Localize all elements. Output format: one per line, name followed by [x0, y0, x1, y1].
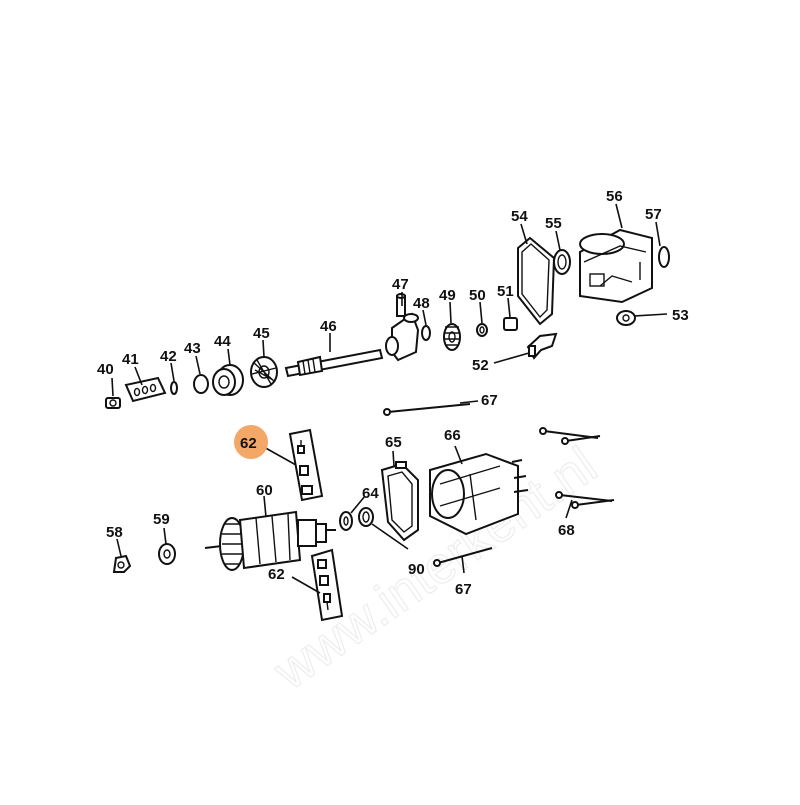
callout-52: 52: [472, 357, 489, 374]
callout-68: 68: [558, 522, 575, 539]
part-43-o-ring: [193, 374, 209, 394]
callout-62-lower: 62: [268, 566, 285, 583]
callout-47: 47: [392, 276, 409, 293]
part-65-brush-holder: [380, 461, 419, 542]
part-56-gear-housing: [579, 228, 653, 304]
part-41-ball-strip: [124, 376, 167, 403]
callout-53: 53: [672, 307, 689, 324]
part-62-brush-set-upper: [288, 428, 324, 502]
callout-62-highlighted: 62: [240, 435, 257, 452]
part-67-screw-upper: [383, 403, 471, 416]
highlight-marker: [234, 425, 268, 459]
part-90-bushing: [358, 507, 374, 527]
part-54-gasket: [517, 236, 556, 326]
callout-43: 43: [184, 340, 201, 357]
part-55-bearing: [553, 249, 571, 275]
part-59-washer: [158, 543, 176, 565]
part-53-screw: [616, 310, 636, 326]
callout-labels: 40 41 42 43 44 45 46 47 48 49 50 51 52 5…: [97, 188, 689, 598]
callout-67-upper: 67: [481, 392, 498, 409]
callout-50: 50: [469, 287, 486, 304]
callout-42: 42: [160, 348, 177, 365]
part-66-stator: [429, 452, 529, 536]
callout-49: 49: [439, 287, 456, 304]
callout-44: 44: [214, 333, 231, 350]
part-52-bracket: [526, 332, 558, 360]
callout-60: 60: [256, 482, 273, 499]
part-46-spindle-shaft: [284, 348, 384, 378]
part-42-circlip: [170, 381, 178, 395]
callout-90: 90: [408, 561, 425, 578]
callout-64: 64: [362, 485, 379, 502]
callout-41: 41: [122, 351, 139, 368]
part-57-o-ring: [658, 246, 670, 268]
part-64-bearing: [339, 511, 353, 531]
part-40-nut: [105, 397, 121, 409]
part-60-armature: [204, 510, 336, 571]
part-67-screw-lower: [433, 547, 493, 567]
part-47-crank: [385, 293, 420, 362]
callout-45: 45: [253, 325, 270, 342]
callout-67-lower: 67: [455, 581, 472, 598]
callout-51: 51: [497, 283, 514, 300]
part-51-bushing: [503, 317, 518, 331]
callout-57: 57: [645, 206, 662, 223]
callout-48: 48: [413, 295, 430, 312]
part-45-gear: [250, 356, 278, 388]
callout-55: 55: [545, 215, 562, 232]
callout-65: 65: [385, 434, 402, 451]
part-49-gear: [443, 323, 461, 351]
part-50-washer: [476, 323, 488, 337]
callout-40: 40: [97, 361, 114, 378]
part-62-brush-set-lower: [310, 548, 344, 622]
callout-56: 56: [606, 188, 623, 205]
callout-46: 46: [320, 318, 337, 335]
callout-66: 66: [444, 427, 461, 444]
callout-58: 58: [106, 524, 123, 541]
part-44-bearing: [212, 364, 244, 396]
part-68-screws: [539, 427, 615, 509]
callout-54: 54: [511, 208, 528, 225]
part-48-ring: [421, 325, 431, 341]
callout-59: 59: [153, 511, 170, 528]
part-58-nut: [112, 554, 132, 573]
